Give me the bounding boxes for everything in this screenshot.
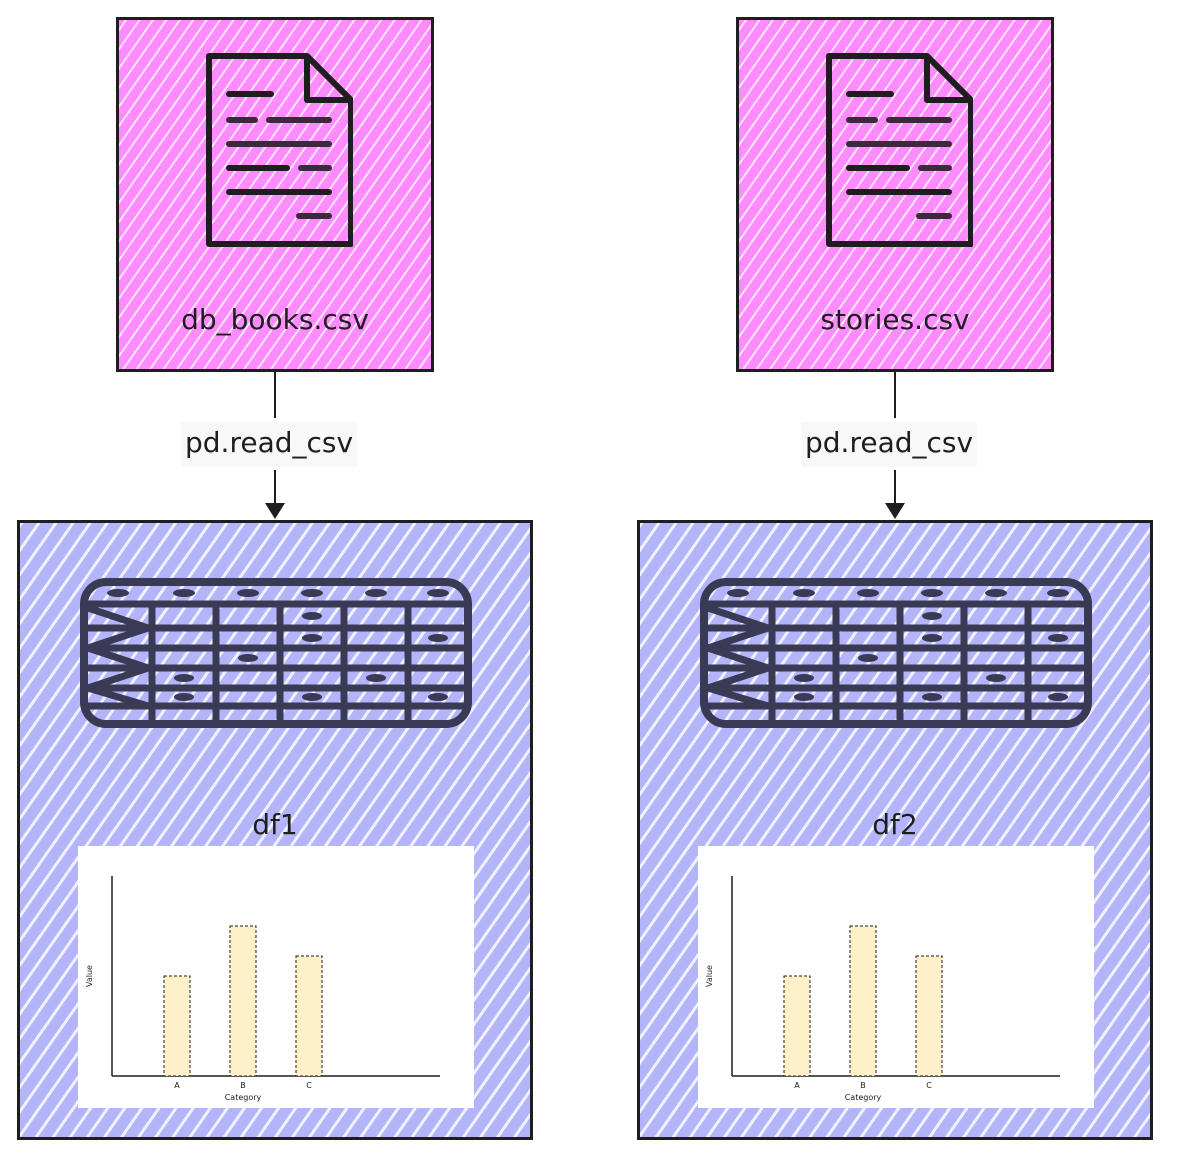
bar-C: [295, 955, 323, 1077]
file-node-left: db_books.csv: [116, 17, 434, 372]
document-icon: [206, 53, 353, 247]
chart-card-left: A B C Category Value: [78, 846, 474, 1108]
chart-card-right: A B C Category Value: [698, 846, 1094, 1108]
arrowhead-right: [885, 503, 905, 519]
x-tick-label: A: [174, 1081, 180, 1090]
edge-label-right: pd.read_csv: [801, 422, 978, 467]
bar-A: [783, 975, 811, 1077]
bar-B: [849, 925, 877, 1077]
bar-chart-left: A B C Category Value: [85, 876, 440, 1102]
edge-line-left: [274, 372, 276, 418]
edge-label-left: pd.read_csv: [181, 422, 358, 467]
dataframe-label: df1: [252, 808, 298, 841]
arrowhead-left: [265, 503, 285, 519]
x-axis-label: Category: [845, 1093, 882, 1102]
dataframe-node-right: df2 A B C Category Value: [637, 520, 1153, 1140]
x-tick-label: B: [240, 1081, 246, 1090]
bar-A: [163, 975, 191, 1077]
table-icon: [700, 578, 1092, 728]
bar-B: [229, 925, 257, 1077]
y-axis-label: Value: [85, 965, 94, 987]
file-node-right: stories.csv: [736, 17, 1054, 372]
table-icon: [80, 578, 472, 728]
x-tick-label: A: [794, 1081, 800, 1090]
bar-C: [915, 955, 943, 1077]
y-axis-label: Value: [705, 965, 714, 987]
document-icon: [826, 53, 973, 247]
bar-chart-right: A B C Category Value: [705, 876, 1060, 1102]
edge-line-right: [894, 372, 896, 418]
file-label: stories.csv: [820, 303, 970, 336]
x-tick-label: C: [926, 1081, 932, 1090]
edge-line-left-lower: [274, 470, 276, 506]
dataframe-label: df2: [872, 808, 918, 841]
edge-line-right-lower: [894, 470, 896, 506]
x-tick-label: B: [860, 1081, 866, 1090]
x-axis-label: Category: [225, 1093, 262, 1102]
file-label: db_books.csv: [181, 303, 369, 336]
dataframe-node-left: df1 A B C Category Value: [17, 520, 533, 1140]
x-tick-label: C: [306, 1081, 312, 1090]
